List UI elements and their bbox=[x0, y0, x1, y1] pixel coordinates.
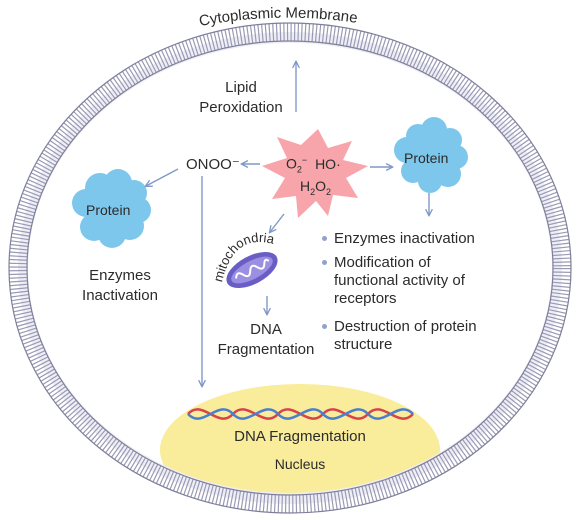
dna-mid-line-2: Fragmentation bbox=[217, 341, 315, 358]
ros-burst-icon bbox=[262, 129, 368, 218]
ros-line-2: H2O2 bbox=[286, 178, 358, 201]
effect-2-line-2: functional activity of bbox=[334, 272, 465, 289]
effect-2-line-3: receptors bbox=[334, 290, 397, 307]
h2o2-sub1: 2 bbox=[310, 187, 316, 198]
protein-right-icon bbox=[394, 117, 468, 193]
lipid-line-2: Peroxidation bbox=[199, 99, 283, 116]
ho-label: HO· bbox=[315, 155, 341, 172]
enzymes-left-line-2: Inactivation bbox=[82, 287, 158, 304]
effect-1-line-1: Enzymes inactivation bbox=[334, 230, 475, 247]
o2-sup: − bbox=[301, 155, 308, 165]
effect-item-3: Destruction of protein structure bbox=[322, 318, 477, 354]
mitochondrion-icon bbox=[226, 251, 278, 289]
effect-3-line-1: Destruction of protein bbox=[334, 318, 477, 335]
lipid-line-1: Lipid bbox=[225, 79, 257, 96]
bullet-icon bbox=[322, 236, 327, 241]
bullet-icon bbox=[322, 260, 327, 265]
dna-helix-icon bbox=[187, 408, 414, 420]
effect-item-1: Enzymes inactivation bbox=[322, 230, 475, 248]
dna-mid-line-1: DNA bbox=[250, 321, 282, 338]
h2o2-sub2: 2 bbox=[326, 187, 332, 198]
ros-line-1: O2− HO· bbox=[286, 152, 358, 178]
onoo-label: ONOO⁻ bbox=[186, 156, 240, 173]
nucleus-dna-label: DNA Fragmentation bbox=[234, 428, 366, 445]
svg-text:mitochondria: mitochondria bbox=[210, 230, 276, 284]
enzymes-left-line-1: Enzymes bbox=[89, 267, 151, 284]
protein-right-label: Protein bbox=[404, 150, 449, 166]
protein-left-icon bbox=[72, 169, 151, 248]
o2-label: O bbox=[286, 155, 297, 172]
lipid-peroxidation-label: Lipid Peroxidation bbox=[186, 78, 296, 118]
effect-item-2: Modification of functional activity of r… bbox=[322, 254, 465, 308]
bullet-icon bbox=[322, 324, 327, 329]
enzymes-inactivation-left: Enzymes Inactivation bbox=[64, 266, 176, 306]
nucleus-label: Nucleus bbox=[274, 456, 326, 472]
protein-left-label: Protein bbox=[86, 202, 131, 218]
h2o2-o: O bbox=[315, 178, 327, 195]
effect-3-line-2: structure bbox=[334, 336, 393, 353]
mitochondria-label: mitochondria bbox=[210, 230, 276, 284]
effect-2-line-1: Modification of bbox=[334, 254, 431, 271]
h2o2-h: H bbox=[300, 178, 311, 195]
dna-fragmentation-mid: DNA Fragmentation bbox=[204, 320, 328, 360]
pathway-arrows bbox=[146, 62, 429, 386]
ros-label: O2− HO· H2O2 bbox=[286, 152, 358, 201]
o2-sub: 2 bbox=[296, 164, 302, 175]
